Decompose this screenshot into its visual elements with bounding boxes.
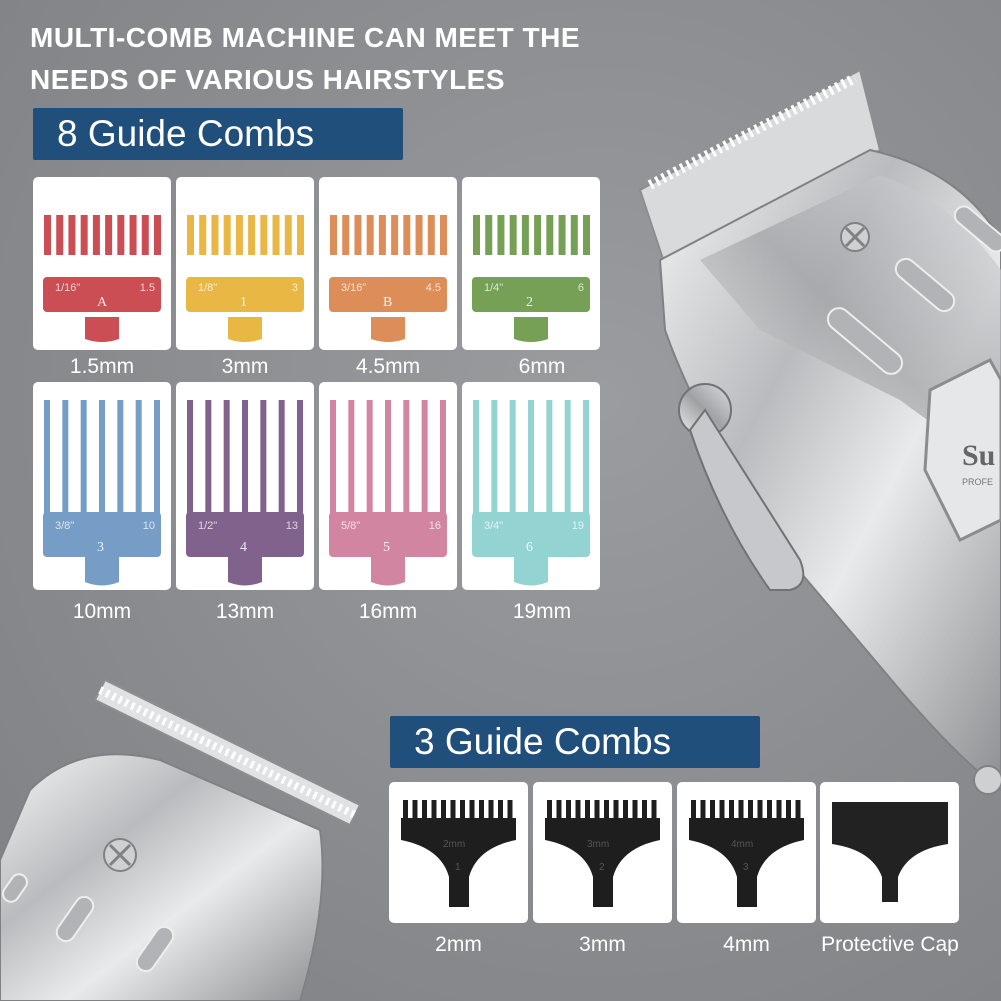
comb-mm-label: 13 bbox=[285, 520, 298, 532]
comb-mm-label: 19 bbox=[571, 520, 584, 532]
trimmer-comb-size-caption: 3mm bbox=[579, 933, 626, 956]
guide-comb-icon bbox=[472, 215, 590, 342]
comb-mm-label: 16 bbox=[428, 520, 441, 532]
headline-line-2: NEEDS OF VARIOUS HAIRSTYLES bbox=[30, 64, 506, 95]
comb-inch-label: 3/4" bbox=[484, 520, 504, 532]
three-guide-combs-banner: 3 Guide Combs bbox=[390, 716, 760, 768]
comb-letter-label: A bbox=[97, 295, 108, 310]
guide-comb-card: 1/16" A 1.5 bbox=[33, 177, 171, 350]
trimmer-comb-number: 2 bbox=[599, 862, 605, 873]
protective-cap-caption: Protective Cap bbox=[821, 933, 959, 956]
comb-inch-label: 3/8" bbox=[55, 520, 75, 532]
guide-comb-size-caption: 6mm bbox=[518, 355, 566, 378]
guide-comb-card: 5/8" 5 16 bbox=[319, 382, 457, 590]
trimmer-comb-number: 3 bbox=[743, 862, 749, 873]
clipper-brand-subtext: PROFE bbox=[962, 477, 993, 487]
guide-comb-icon bbox=[329, 400, 447, 586]
trimmer-comb-icon bbox=[689, 800, 804, 907]
comb-letter-label: 6 bbox=[526, 540, 533, 555]
comb-mm-label: 3 bbox=[291, 282, 298, 294]
comb-letter-label: 5 bbox=[383, 540, 390, 555]
comb-letter-label: 3 bbox=[97, 540, 104, 555]
eight-guide-combs-banner: 8 Guide Combs bbox=[33, 108, 403, 160]
guide-comb-icon bbox=[43, 400, 161, 586]
comb-mm-label: 1.5 bbox=[139, 282, 155, 294]
comb-inch-label: 5/8" bbox=[341, 520, 361, 532]
comb-mm-label: 10 bbox=[142, 520, 155, 532]
guide-comb-size-caption: 4.5mm bbox=[355, 355, 421, 378]
comb-letter-label: 2 bbox=[526, 295, 533, 310]
guide-comb-card: 3/16" B 4.5 bbox=[319, 177, 457, 350]
guide-comb-card: 3/4" 6 19 bbox=[462, 382, 600, 590]
trimmer-comb-card: 3mm 2 bbox=[533, 782, 672, 923]
guide-comb-icon bbox=[186, 400, 304, 586]
trimmer-comb-icon bbox=[401, 800, 516, 907]
comb-letter-label: B bbox=[383, 295, 393, 310]
guide-comb-icon bbox=[186, 215, 304, 342]
comb-inch-label: 1/8" bbox=[198, 282, 218, 294]
comb-inch-label: 1/16" bbox=[55, 282, 81, 294]
comb-inch-label: 1/2" bbox=[198, 520, 218, 532]
comb-letter-label: 4 bbox=[240, 540, 247, 555]
comb-mm-label: 4.5 bbox=[425, 282, 441, 294]
guide-comb-size-caption: 19mm bbox=[512, 600, 572, 623]
trimmer-comb-icon bbox=[545, 800, 660, 907]
guide-comb-icon bbox=[329, 215, 447, 342]
protective-cap-card bbox=[820, 782, 959, 923]
trimmer-comb-card: 4mm 3 bbox=[677, 782, 816, 923]
guide-comb-size-caption: 10mm bbox=[72, 600, 132, 623]
guide-comb-size-caption: 3mm bbox=[221, 355, 269, 378]
trimmer-comb-size-caption: 4mm bbox=[723, 933, 770, 956]
comb-inch-label: 1/4" bbox=[484, 282, 504, 294]
headline-line-1: MULTI-COMB MACHINE CAN MEET THE bbox=[30, 22, 581, 53]
protective-cap-icon bbox=[832, 802, 948, 902]
trimmer-comb-imprint: 2mm bbox=[443, 839, 466, 850]
guide-comb-card: 1/8" 1 3 bbox=[176, 177, 314, 350]
guide-comb-size-caption: 16mm bbox=[358, 600, 418, 623]
trimmer-comb-size-caption: 2mm bbox=[435, 933, 482, 956]
comb-mm-label: 6 bbox=[577, 282, 584, 294]
guide-comb-size-caption: 13mm bbox=[215, 600, 275, 623]
trimmer-comb-imprint: 4mm bbox=[731, 839, 754, 850]
trimmer-comb-card: 2mm 1 bbox=[389, 782, 528, 923]
guide-comb-card: 1/4" 2 6 bbox=[462, 177, 600, 350]
comb-inch-label: 3/16" bbox=[341, 282, 367, 294]
trimmer-comb-imprint: 3mm bbox=[587, 839, 610, 850]
guide-comb-icon bbox=[43, 215, 161, 342]
clipper-brand-text: Su bbox=[962, 439, 995, 472]
guide-comb-icon bbox=[472, 400, 590, 586]
guide-comb-card: 3/8" 3 10 bbox=[33, 382, 171, 590]
guide-comb-size-caption: 1.5mm bbox=[69, 355, 135, 378]
trimmer-comb-number: 1 bbox=[455, 862, 461, 873]
comb-letter-label: 1 bbox=[240, 295, 247, 310]
guide-comb-card: 1/2" 4 13 bbox=[176, 382, 314, 590]
